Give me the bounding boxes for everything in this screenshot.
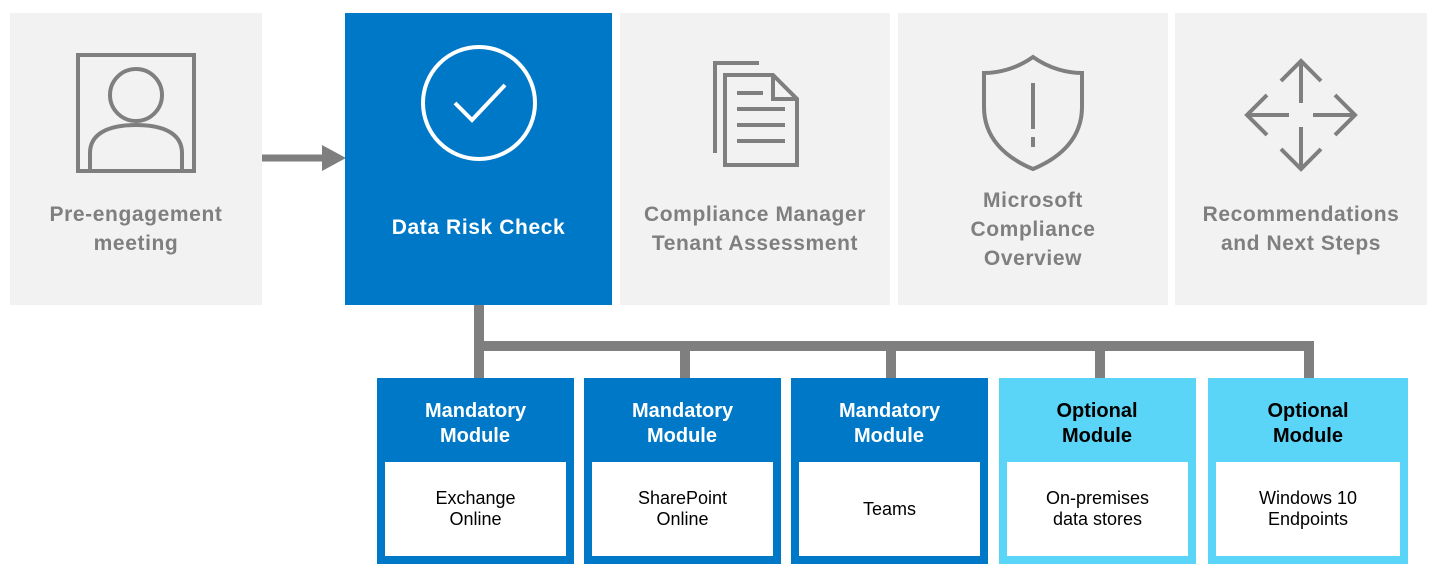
connector-drop — [886, 341, 896, 379]
step-microsoft-compliance: Microsoft Compliance Overview — [898, 13, 1168, 305]
connector-drop — [474, 341, 484, 379]
step-label: Data Risk Check — [391, 216, 566, 239]
shield-alert-icon — [898, 53, 1168, 173]
step-pre-engagement: Pre-engagement meeting — [10, 13, 262, 305]
module-teams: Mandatory Module Teams — [791, 378, 988, 564]
step-label: Recommendations and Next Steps — [1202, 203, 1400, 255]
module-name: Exchange Online — [435, 488, 516, 529]
step-label: Compliance Manager Tenant Assessment — [643, 203, 867, 255]
module-name: Windows 10 Endpoints — [1258, 488, 1358, 529]
connector-drop — [680, 341, 690, 379]
module-type: Mandatory Module — [632, 400, 734, 447]
module-body: Windows 10 Endpoints — [1216, 462, 1400, 556]
step-recommendations: Recommendations and Next Steps — [1175, 13, 1427, 305]
module-type: Optional Module — [1267, 400, 1349, 447]
module-body: On-premises data stores — [1007, 462, 1188, 556]
connector-drop — [1304, 341, 1314, 379]
documents-icon — [620, 53, 890, 173]
flow-arrow — [262, 145, 346, 171]
module-type: Optional Module — [1056, 400, 1138, 447]
module-windows-endpoints: Optional Module Windows 10 Endpoints — [1208, 378, 1408, 564]
connector-trunk — [474, 305, 484, 350]
person-icon — [10, 53, 262, 173]
module-name: On-premises data stores — [1045, 488, 1150, 529]
module-type: Mandatory Module — [839, 400, 941, 447]
check-circle-icon — [345, 43, 612, 163]
connector-drop — [1095, 341, 1105, 379]
module-body: Teams — [799, 462, 980, 556]
module-name: SharePoint Online — [637, 488, 728, 529]
step-label: Pre-engagement meeting — [49, 203, 223, 255]
module-name: Teams — [862, 498, 916, 519]
module-body: SharePoint Online — [592, 462, 773, 556]
step-compliance-manager: Compliance Manager Tenant Assessment — [620, 13, 890, 305]
module-type: Mandatory Module — [425, 400, 527, 447]
module-sharepoint-online: Mandatory Module SharePoint Online — [584, 378, 781, 564]
step-data-risk-check: Data Risk Check — [345, 13, 612, 305]
module-body: Exchange Online — [385, 462, 566, 556]
module-exchange-online: Mandatory Module Exchange Online — [377, 378, 574, 564]
step-label: Microsoft Compliance Overview — [970, 189, 1096, 270]
arrows-expand-icon — [1175, 53, 1427, 173]
module-on-premises: Optional Module On-premises data stores — [999, 378, 1196, 564]
